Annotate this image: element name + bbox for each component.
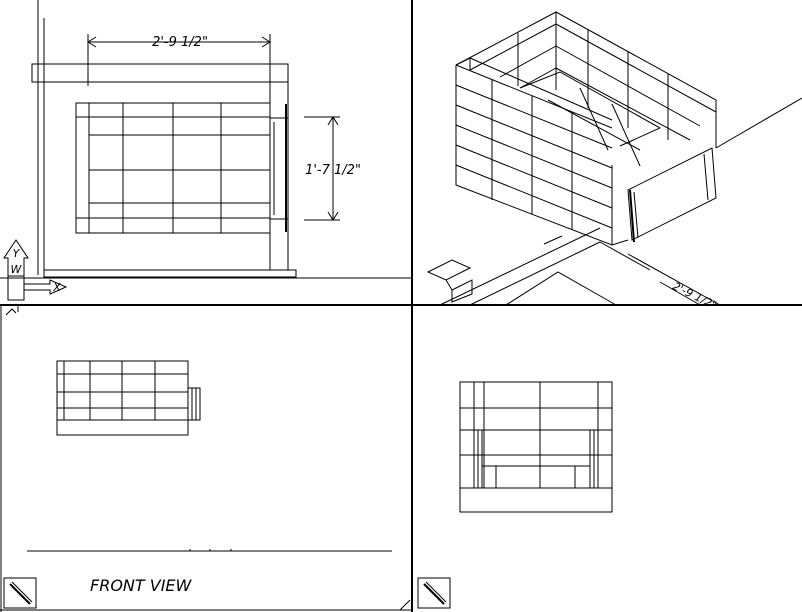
viewport-front-view[interactable]: FRONT VIEW: [5, 305, 392, 595]
top-view-width-dimension: 2'-9 1/2": [152, 35, 208, 50]
ucs-axis-icon: Y W X: [3, 239, 68, 301]
top-view-depth-dimension: 1'-7 1/2": [305, 163, 361, 178]
front-view-caption: FRONT VIEW: [90, 576, 193, 595]
viewport-top-view[interactable]: 2'-9 1/2" 1'-7 1/2": [0, 0, 412, 279]
ucs-y-label: Y: [13, 247, 21, 260]
ucs-w-label: W: [11, 263, 23, 276]
pen-icon-bottom-right: [399, 599, 411, 611]
viewport-isometric-view[interactable]: 2'-9 1/2": [426, 11, 802, 312]
iso-width-dimension: 2'-9 1/2": [670, 280, 718, 312]
ucs-x-label: X: [52, 281, 61, 294]
pen-icon-left[interactable]: [3, 577, 37, 609]
pen-icon-right[interactable]: [417, 577, 451, 609]
viewport-right-view[interactable]: [459, 381, 613, 513]
